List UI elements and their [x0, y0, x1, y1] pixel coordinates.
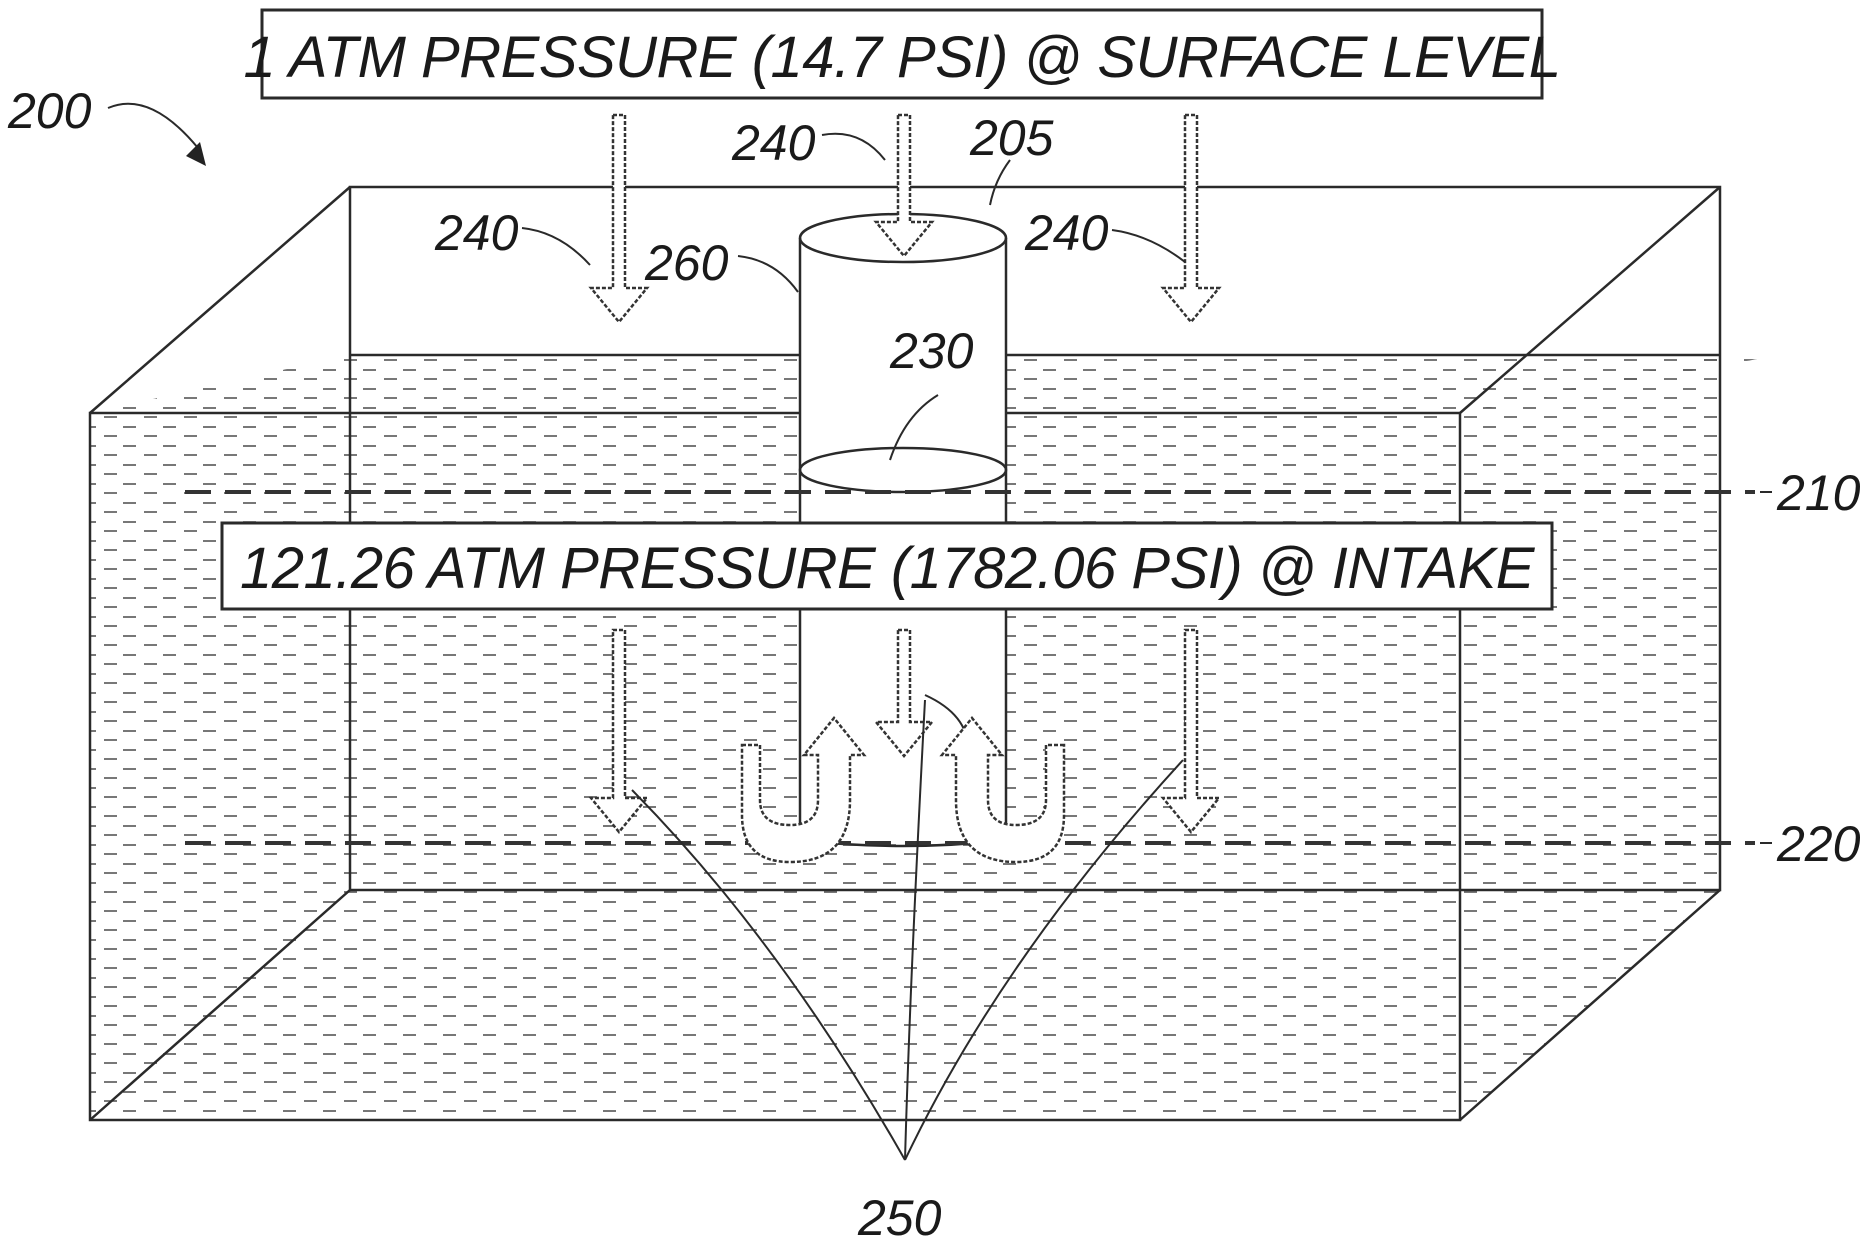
top-pressure-label: 1 ATM PRESSURE (14.7 PSI) @ SURFACE LEVE… — [244, 10, 1561, 98]
intake-pressure-label: 121.26 ATM PRESSURE (1782.06 PSI) @ INTA… — [222, 523, 1552, 609]
ref-240-right: 240 — [1024, 205, 1109, 261]
ref-210: 210 — [1776, 465, 1861, 521]
down-arrow-left-top — [591, 115, 647, 322]
down-arrow-center-top — [876, 115, 932, 256]
ref-205: 205 — [969, 110, 1054, 166]
ref-250: 250 — [857, 1190, 942, 1246]
ref-220: 220 — [1776, 816, 1861, 872]
ref-200: 200 — [7, 83, 92, 139]
ref-230: 230 — [889, 323, 974, 379]
intake-pressure-text: 121.26 ATM PRESSURE (1782.06 PSI) @ INTA… — [240, 536, 1536, 601]
top-pressure-text: 1 ATM PRESSURE (14.7 PSI) @ SURFACE LEVE… — [244, 25, 1561, 90]
down-arrow-right-top — [1163, 115, 1219, 322]
ref-260: 260 — [644, 235, 729, 291]
ref-240-center: 240 — [731, 115, 816, 171]
ref-240-left: 240 — [434, 205, 519, 261]
